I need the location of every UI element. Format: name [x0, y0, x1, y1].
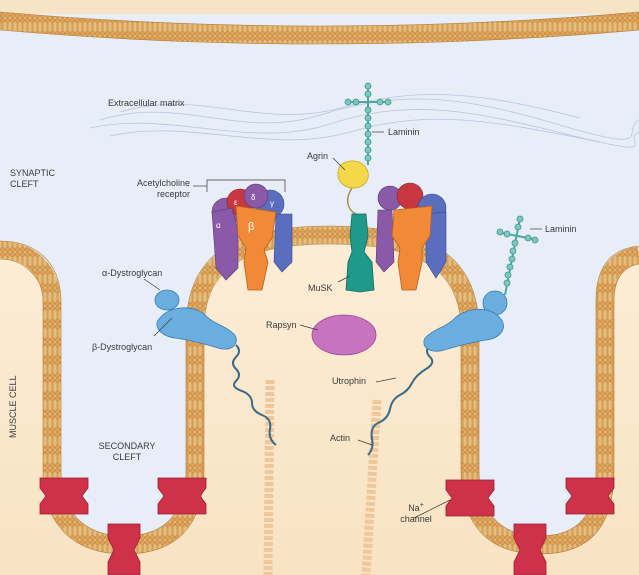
- na-channel-label-word: channel: [400, 514, 432, 524]
- beta-dystroglycan-label: β-Dystroglycan: [92, 342, 152, 353]
- na-channel-label: Na+ channel: [392, 500, 440, 525]
- na-channel-right-of-left-fold: [158, 478, 206, 514]
- na-channel-label-sup: +: [420, 502, 424, 509]
- na-channel-left: [40, 478, 88, 514]
- extracellular-matrix-label: Extracellular matrix: [108, 98, 185, 109]
- actin-label: Actin: [330, 433, 350, 444]
- synaptic-cleft-label: SYNAPTIC CLEFT: [10, 168, 55, 190]
- utrophin-label: Utrophin: [332, 376, 366, 387]
- na-channel-far-right: [566, 478, 614, 514]
- na-channel-mid-right: [446, 480, 494, 516]
- nerve-terminal: [0, 0, 639, 14]
- subunit-beta-label: β: [248, 221, 254, 233]
- subunit-gamma-label: γ: [270, 199, 274, 208]
- rapsyn-label: Rapsyn: [266, 320, 297, 331]
- subunit-epsilon-label: ε: [234, 198, 238, 207]
- acetylcholine-receptor-label: Acetylcholine receptor: [120, 178, 190, 200]
- subunit-alpha-label: α: [216, 221, 221, 230]
- laminin-top-label: Laminin: [388, 127, 420, 138]
- muscle-cell-label: MUSCLE CELL: [8, 375, 18, 438]
- agrin-label: Agrin: [307, 151, 328, 162]
- laminin-right-label: Laminin: [545, 224, 577, 235]
- alpha-dystroglycan-label: α-Dystroglycan: [102, 268, 162, 279]
- subunit-delta-label: δ: [251, 193, 256, 202]
- secondary-cleft-label: SECONDARY CLEFT: [92, 441, 162, 463]
- rapsyn: [312, 315, 376, 355]
- musk-label: MuSK: [308, 283, 333, 294]
- na-channel-label-na: Na: [408, 503, 420, 513]
